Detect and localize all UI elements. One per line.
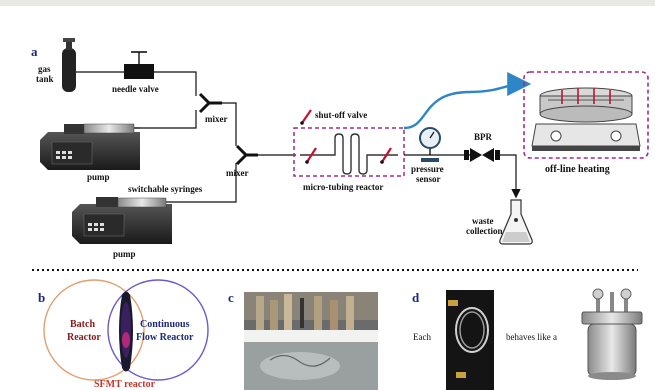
- pump-top-line: [140, 110, 197, 129]
- shut-off-valve-left-icon: [306, 147, 317, 163]
- panel-d-label: d: [412, 290, 420, 305]
- pressure-sensor-label-1: pressure: [411, 164, 444, 174]
- panel-a-label: a: [31, 44, 38, 59]
- gas-tank-label-2: tank: [36, 74, 54, 84]
- each-label: Each: [413, 332, 431, 342]
- shut-off-valve-label: shut-off valve: [315, 110, 367, 120]
- waste-flask-icon: [499, 199, 533, 245]
- waste-label-2: collection: [466, 226, 503, 236]
- transfer-arrow: [403, 72, 532, 130]
- pressure-sensor-label-2: sensor: [416, 174, 441, 184]
- needle-valve-icon: [124, 51, 154, 79]
- reactor-coil: [300, 133, 398, 175]
- gas-tank-label-1: gas: [38, 64, 51, 74]
- continuous-label-1: Continuous: [140, 319, 190, 330]
- batch-circle: [43, 279, 145, 381]
- mixer-bottom-label: mixer: [226, 168, 249, 178]
- top-border: [0, 0, 655, 20]
- batch-label-1: Batch: [70, 319, 95, 330]
- switchable-syringes-label: switchable syringes: [128, 184, 203, 194]
- pump-bottom-label: pump: [113, 249, 136, 259]
- sfmt-coil-icon: [119, 291, 133, 372]
- mixer-top-label: mixer: [205, 114, 228, 124]
- continuous-label-2: Flow Reactor: [136, 332, 194, 343]
- bpr-label: BPR: [474, 132, 493, 142]
- mixer-link-line: [222, 102, 237, 146]
- bpr-valve-icon: [464, 148, 500, 162]
- heating-dashed-box: [523, 71, 649, 159]
- panel-c-label: c: [228, 290, 234, 305]
- gas-tank-icon: [62, 38, 76, 92]
- shut-off-valve-legend-icon: [301, 109, 312, 124]
- behaves-like-label: behaves like a: [506, 332, 557, 342]
- pump-top-label: pump: [87, 172, 110, 182]
- bpr-to-waste-line: [500, 154, 521, 199]
- mixer-top-icon: [198, 92, 222, 114]
- hotplate-icon: [531, 87, 641, 151]
- coil-photo: [446, 290, 494, 390]
- pump-bottom-icon: [72, 197, 172, 244]
- reactor-dashed-box: [293, 127, 405, 177]
- pump-bottom-line: [166, 163, 237, 203]
- autoclave-icon: [581, 288, 643, 380]
- batch-label-2: Reactor: [67, 332, 101, 343]
- pump-top-icon: [40, 123, 140, 170]
- panel-b-label: b: [38, 290, 45, 305]
- flow-circle: [107, 279, 209, 381]
- offline-heating-label: off-line heating: [545, 164, 610, 175]
- waste-label-1: waste: [472, 216, 494, 226]
- needle-valve-label: needle valve: [112, 84, 159, 94]
- sfmt-reactor-label: SFMT reactor: [94, 379, 156, 390]
- pressure-gauge-icon: [419, 127, 441, 162]
- shut-off-valve-right-icon: [381, 147, 392, 163]
- mixer-bottom-icon: [235, 144, 258, 166]
- micro-tubing-reactor-label: micro-tubing reactor: [303, 182, 383, 192]
- valve-to-mixer-line: [154, 71, 197, 96]
- reactor-photo: [244, 292, 378, 390]
